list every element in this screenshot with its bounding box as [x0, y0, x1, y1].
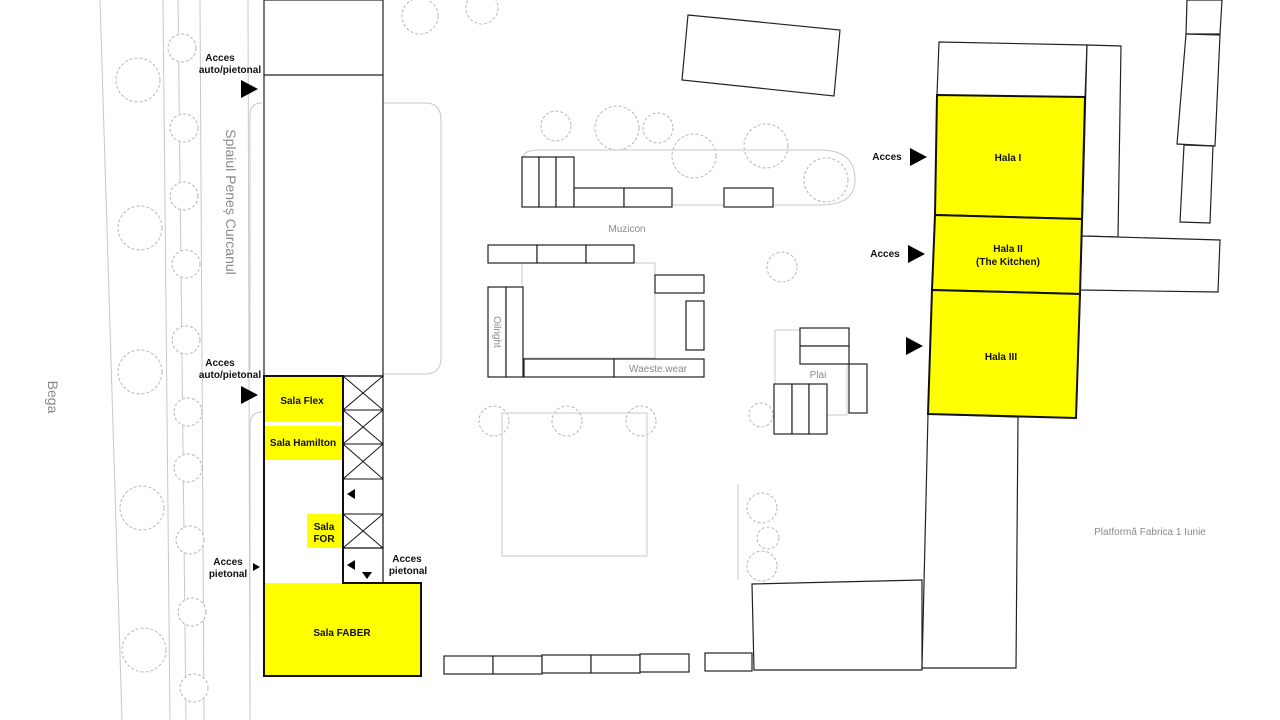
- street-label: Splaiul Peneș Curcanul: [223, 129, 239, 275]
- access-arrows: [241, 80, 927, 579]
- hala-3[interactable]: [926, 288, 1082, 420]
- arrow-icon: [347, 560, 355, 570]
- sala-flex[interactable]: [264, 377, 342, 422]
- map-label: Acces: [213, 557, 243, 568]
- left-complex: [263, 375, 422, 677]
- map-label: Hala III: [985, 352, 1017, 363]
- labels: Bega Splaiul Peneș Curcanul Muzicon Oilr…: [45, 53, 1206, 639]
- map-label: Acces: [205, 358, 235, 369]
- map-label: Sala Flex: [280, 396, 324, 407]
- trees: [115, 0, 849, 703]
- arrow-icon: [241, 386, 258, 404]
- sala-hamilton[interactable]: [264, 426, 342, 460]
- map-label: Sala FABER: [313, 628, 371, 639]
- map-label: Hala II: [993, 244, 1023, 255]
- map-label: Acces: [392, 554, 422, 565]
- map-label: Acces: [870, 249, 900, 260]
- river-label: Bega: [45, 381, 61, 414]
- venue-muzicon: Muzicon: [608, 224, 645, 235]
- map-label: (The Kitchen): [976, 257, 1040, 268]
- arrow-icon: [347, 489, 355, 499]
- platform-label: Platformă Fabrica 1 Iunie: [1094, 527, 1206, 538]
- map-label: Sala Hamilton: [270, 438, 336, 449]
- buildings: [263, 0, 1223, 675]
- map-label: pietonal: [389, 566, 428, 577]
- arrow-icon: [910, 148, 927, 166]
- map-label: Sala: [314, 522, 335, 533]
- map-label: Hala I: [995, 153, 1022, 164]
- map-label: auto/pietonal: [199, 65, 261, 76]
- arrow-icon: [241, 80, 258, 98]
- venue-waeste: Waeste.wear: [629, 364, 688, 375]
- venue-plai: Plai: [810, 370, 827, 381]
- map-label: Acces: [205, 53, 235, 64]
- arrow-icon: [908, 245, 925, 263]
- map-label: auto/pietonal: [199, 370, 261, 381]
- right-halls: [926, 93, 1087, 420]
- map-label: Acces: [872, 152, 902, 163]
- venue-oilright: Oilright: [491, 316, 502, 348]
- sala-for[interactable]: [307, 514, 342, 548]
- map-label: pietonal: [209, 569, 248, 580]
- arrow-icon: [362, 572, 372, 579]
- sala-faber[interactable]: [264, 583, 421, 676]
- arrow-icon: [906, 337, 923, 355]
- arrow-icon: [253, 563, 260, 571]
- map-label: FOR: [313, 534, 335, 545]
